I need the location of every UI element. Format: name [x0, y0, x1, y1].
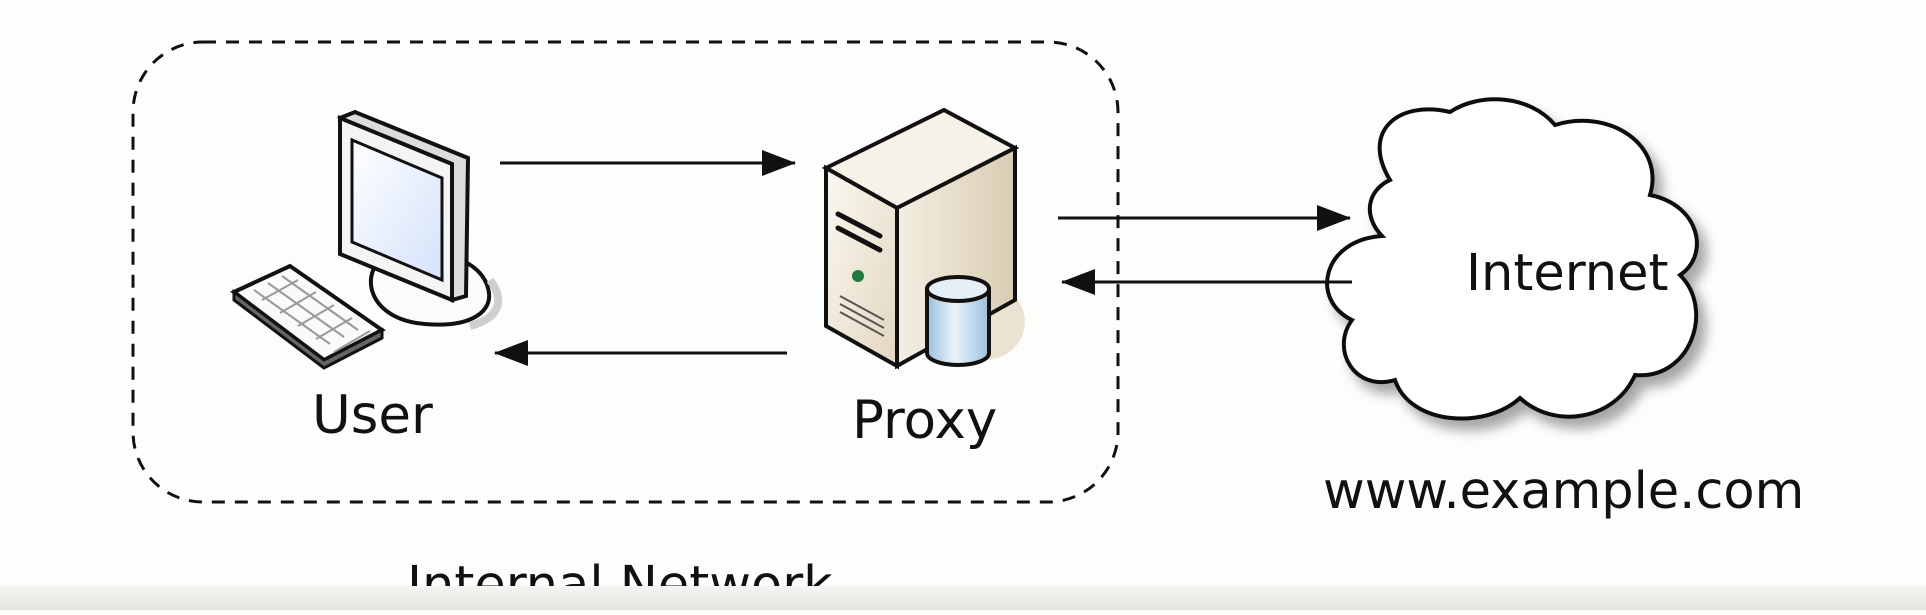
database-cylinder-icon [925, 275, 991, 367]
cloud-icon [1325, 97, 1699, 421]
label-user: User [312, 385, 433, 446]
internal-network-boundary [131, 40, 1120, 504]
bottom-band [0, 586, 1926, 610]
label-internet: Internet [1466, 244, 1669, 303]
label-domain: www.example.com [1323, 462, 1805, 521]
desktop-computer-icon [230, 109, 503, 370]
label-proxy: Proxy [852, 390, 998, 451]
status-led [852, 270, 864, 282]
